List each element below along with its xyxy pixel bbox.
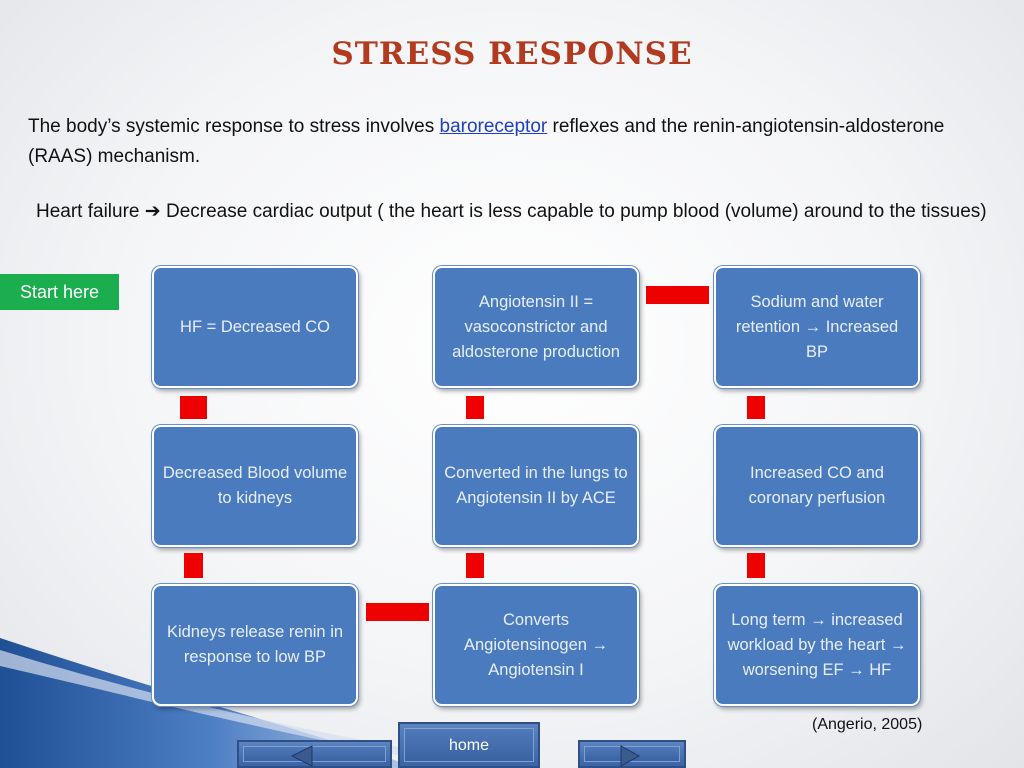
right-arrow-icon: ➔ xyxy=(144,201,161,222)
box-converted-in-lungs: Converted in the lungs to Angiotensin II… xyxy=(433,425,639,547)
connector-lungs-to-angiotensin xyxy=(466,396,484,419)
right-arrow-icon xyxy=(620,745,641,767)
connector-kidneys-to-converts xyxy=(366,603,429,621)
connector-sodium-to-co xyxy=(747,396,765,419)
connector-co-to-long-term xyxy=(747,553,765,578)
box-long-term-workload: Long term → increased workload by the he… xyxy=(714,584,920,706)
start-here-button[interactable]: Start here xyxy=(0,274,119,310)
connector-volume-to-kidneys xyxy=(184,553,203,578)
home-button[interactable]: home xyxy=(398,722,540,768)
box-increased-co: Increased CO and coronary perfusion xyxy=(714,425,920,547)
box-angiotensin-ii: Angiotensin II = vasoconstrictor and ald… xyxy=(433,266,639,388)
citation: (Angerio, 2005) xyxy=(812,716,923,733)
left-arrow-icon xyxy=(290,745,313,767)
next-slide-button[interactable] xyxy=(578,740,686,768)
box-converts-angiotensinogen: Converts Angiotensinogen → Angiotensin I xyxy=(433,584,639,706)
connector-hf-to-volume xyxy=(180,396,207,419)
heart-failure-statement: Heart failure ➔ Decrease cardiac output … xyxy=(36,201,987,222)
box-kidneys-release-renin: Kidneys release renin in response to low… xyxy=(152,584,358,706)
box-hf-decreased-co: HF = Decreased CO xyxy=(152,266,358,388)
connector-angiotensin-to-sodium xyxy=(646,286,709,304)
previous-slide-button[interactable] xyxy=(237,740,392,768)
box-decreased-blood-volume: Decreased Blood volume to kidneys xyxy=(152,425,358,547)
connector-converts-to-lungs xyxy=(466,553,484,578)
home-label: home xyxy=(448,737,490,754)
slide-title: Stress Response xyxy=(331,36,693,72)
baroreceptor-link[interactable]: baroreceptor xyxy=(439,116,548,137)
box-sodium-water-retention: Sodium and water retention → Increased B… xyxy=(714,266,920,388)
intro-paragraph: The body’s systemic response to stress i… xyxy=(28,116,945,167)
